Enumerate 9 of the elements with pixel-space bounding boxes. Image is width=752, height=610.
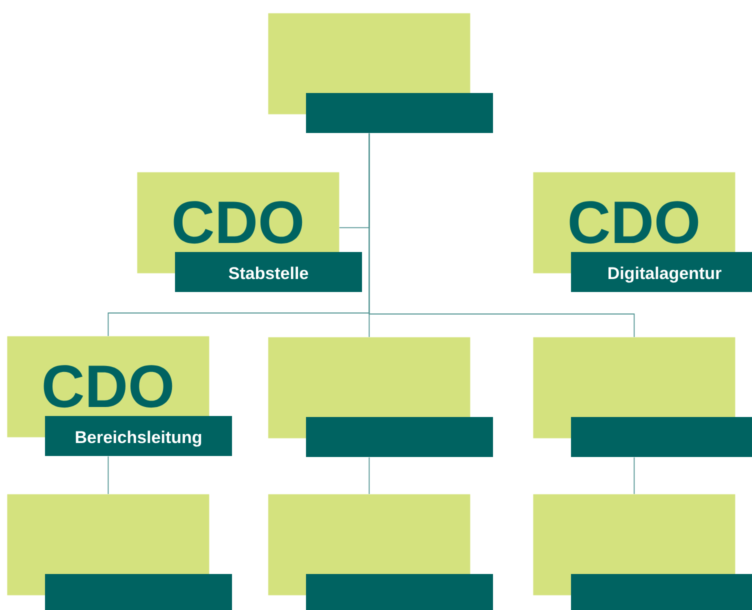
connector-line (108, 456, 109, 494)
org-card (533, 494, 752, 610)
org-card (533, 337, 752, 457)
connector-line (634, 456, 635, 494)
org-card (268, 494, 493, 610)
org-card (268, 13, 493, 133)
org-card (268, 337, 493, 457)
org-card (7, 494, 232, 610)
connector-line (368, 456, 370, 494)
